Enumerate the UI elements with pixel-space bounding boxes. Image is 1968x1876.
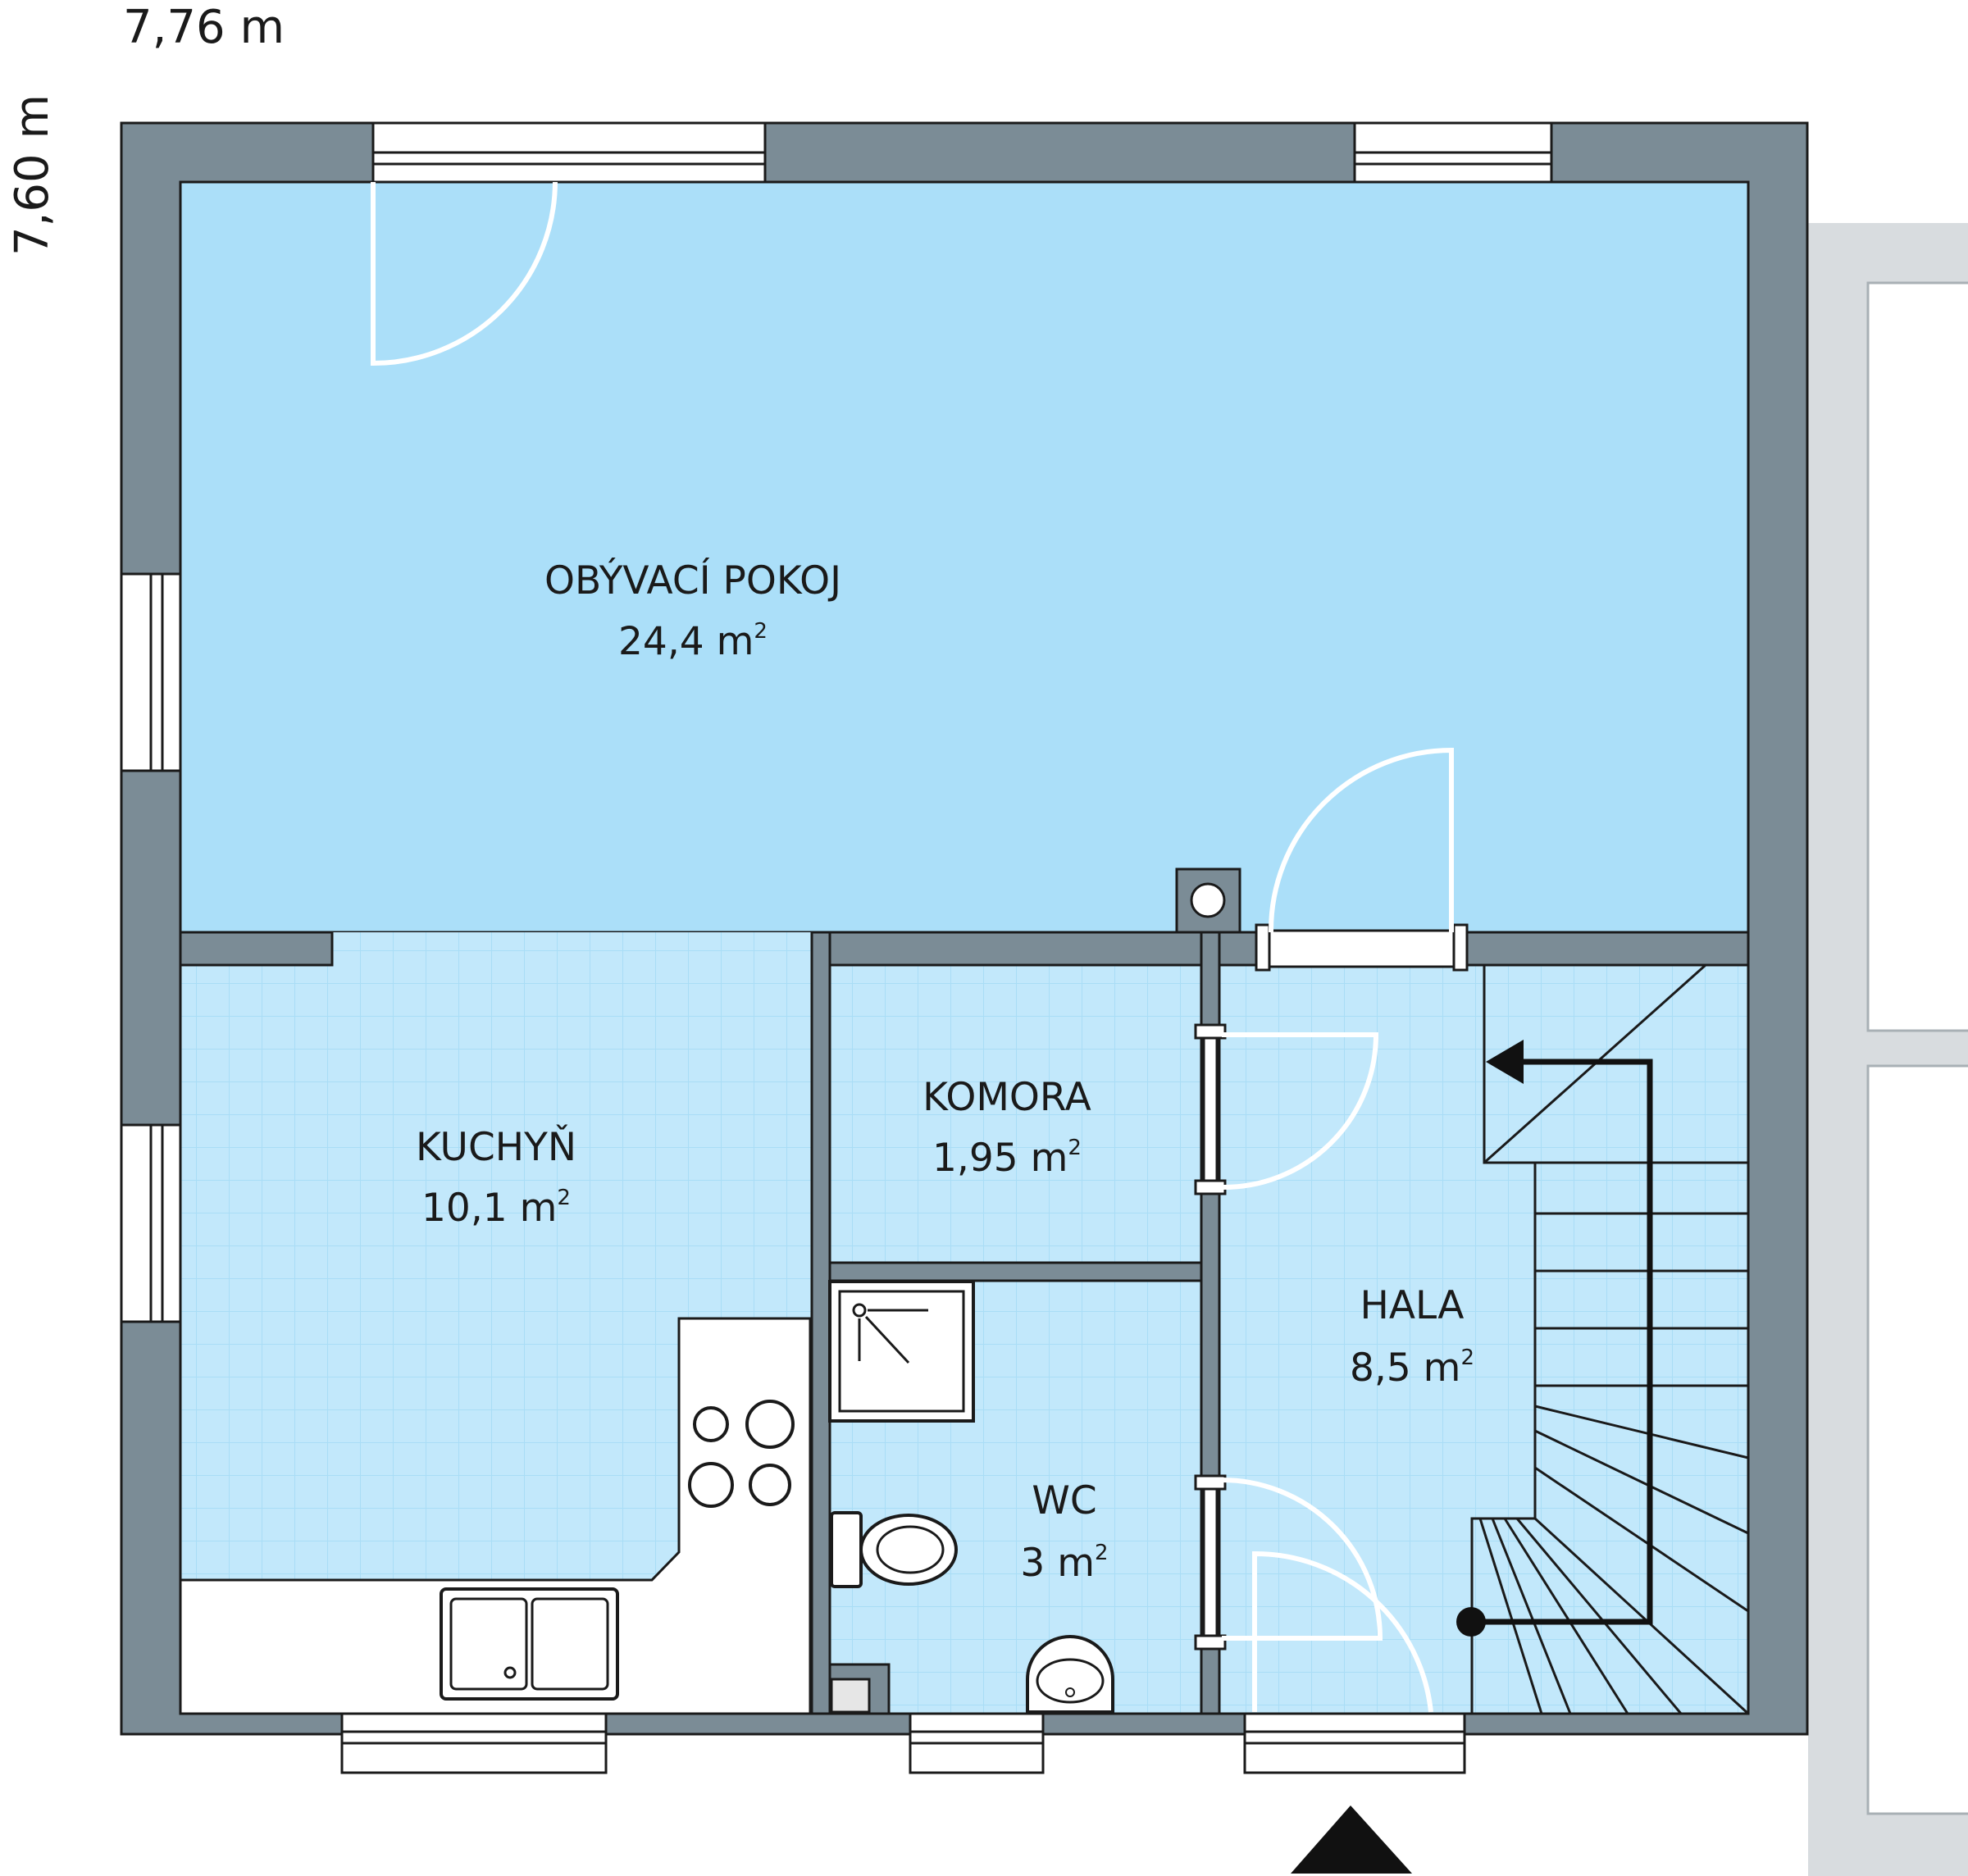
wc-fixtures — [828, 1280, 1114, 1715]
area-unit-sup: 2 — [1095, 1541, 1109, 1565]
door-living-hala — [1255, 747, 1469, 972]
terrace — [1808, 223, 1968, 1876]
room-komora — [828, 963, 1203, 1264]
window-top-right — [1353, 121, 1553, 184]
label-kuchyn: KUCHYŇ 10,1 m2 — [416, 1125, 576, 1231]
label-komora: KOMORA 1,95 m2 — [922, 1075, 1091, 1181]
svg-text:3 m2: 3 m2 — [1020, 1541, 1108, 1586]
room-area: 10,1 m — [421, 1186, 557, 1231]
svg-text:8,5 m2: 8,5 m2 — [1350, 1346, 1474, 1391]
area-unit-sup: 2 — [557, 1186, 571, 1210]
entrance-arrow-icon — [1291, 1805, 1412, 1874]
room-name: OBÝVACÍ POKOJ — [544, 558, 841, 603]
entrance-door-opening — [1243, 1712, 1466, 1774]
window-left-upper — [120, 572, 182, 772]
dimension-depth: 7,60 m — [6, 94, 59, 256]
room-name: HALA — [1360, 1283, 1465, 1328]
chimney-icon — [1175, 867, 1241, 934]
svg-text:WC: WC — [1032, 1478, 1096, 1523]
room-name: WC — [1032, 1478, 1096, 1523]
svg-text:10,1 m2: 10,1 m2 — [421, 1186, 571, 1231]
door-wc — [1194, 1474, 1383, 1651]
svg-text:1,95 m2: 1,95 m2 — [932, 1136, 1082, 1181]
area-unit-sup: 2 — [1068, 1136, 1082, 1160]
area-unit-sup: 2 — [1460, 1346, 1474, 1370]
staircase — [1470, 963, 1750, 1715]
door-komora — [1194, 1023, 1379, 1195]
shaft-cover — [830, 1678, 871, 1714]
window-bottom-wc — [909, 1712, 1045, 1774]
room-area: 1,95 m — [932, 1136, 1068, 1181]
svg-text:OBÝVACÍ POKOJ: OBÝVACÍ POKOJ — [544, 558, 841, 603]
room-name: KOMORA — [922, 1075, 1091, 1120]
kitchen-counter — [179, 1317, 812, 1715]
room-area: 24,4 m — [618, 619, 754, 664]
shower-icon — [828, 1280, 975, 1423]
svg-text:KUCHYŇ: KUCHYŇ — [416, 1125, 576, 1170]
svg-text:24,4 m2: 24,4 m2 — [618, 619, 768, 664]
window-bottom-kitchen — [340, 1712, 608, 1774]
stair-direction-arrow-icon — [1456, 1040, 1653, 1637]
washbasin-icon — [1026, 1635, 1114, 1714]
sink-icon — [440, 1587, 619, 1701]
svg-text:KOMORA: KOMORA — [922, 1075, 1091, 1120]
window-left-lower — [120, 1123, 182, 1323]
toilet-icon — [830, 1511, 958, 1588]
area-unit-sup: 2 — [754, 619, 768, 644]
wall-stub — [179, 931, 334, 967]
room-area: 8,5 m — [1350, 1346, 1460, 1391]
window-top-left — [371, 121, 767, 184]
door-swing-entrance — [1252, 1550, 1433, 1713]
dimension-width: 7,76 m — [123, 1, 285, 54]
cooktop-icon — [688, 1400, 795, 1508]
room-area: 3 m — [1020, 1541, 1095, 1586]
room-name: KUCHYŇ — [416, 1125, 576, 1170]
label-hala: HALA 8,5 m2 — [1350, 1283, 1474, 1391]
svg-text:HALA: HALA — [1360, 1283, 1465, 1328]
door-swing-living-top — [371, 181, 558, 367]
room-obyvaci-pokoj — [179, 180, 1750, 934]
label-wc: WC 3 m2 — [1020, 1478, 1108, 1586]
label-obyvaci-pokoj: OBÝVACÍ POKOJ 24,4 m2 — [544, 558, 841, 664]
windows — [120, 121, 1553, 1774]
